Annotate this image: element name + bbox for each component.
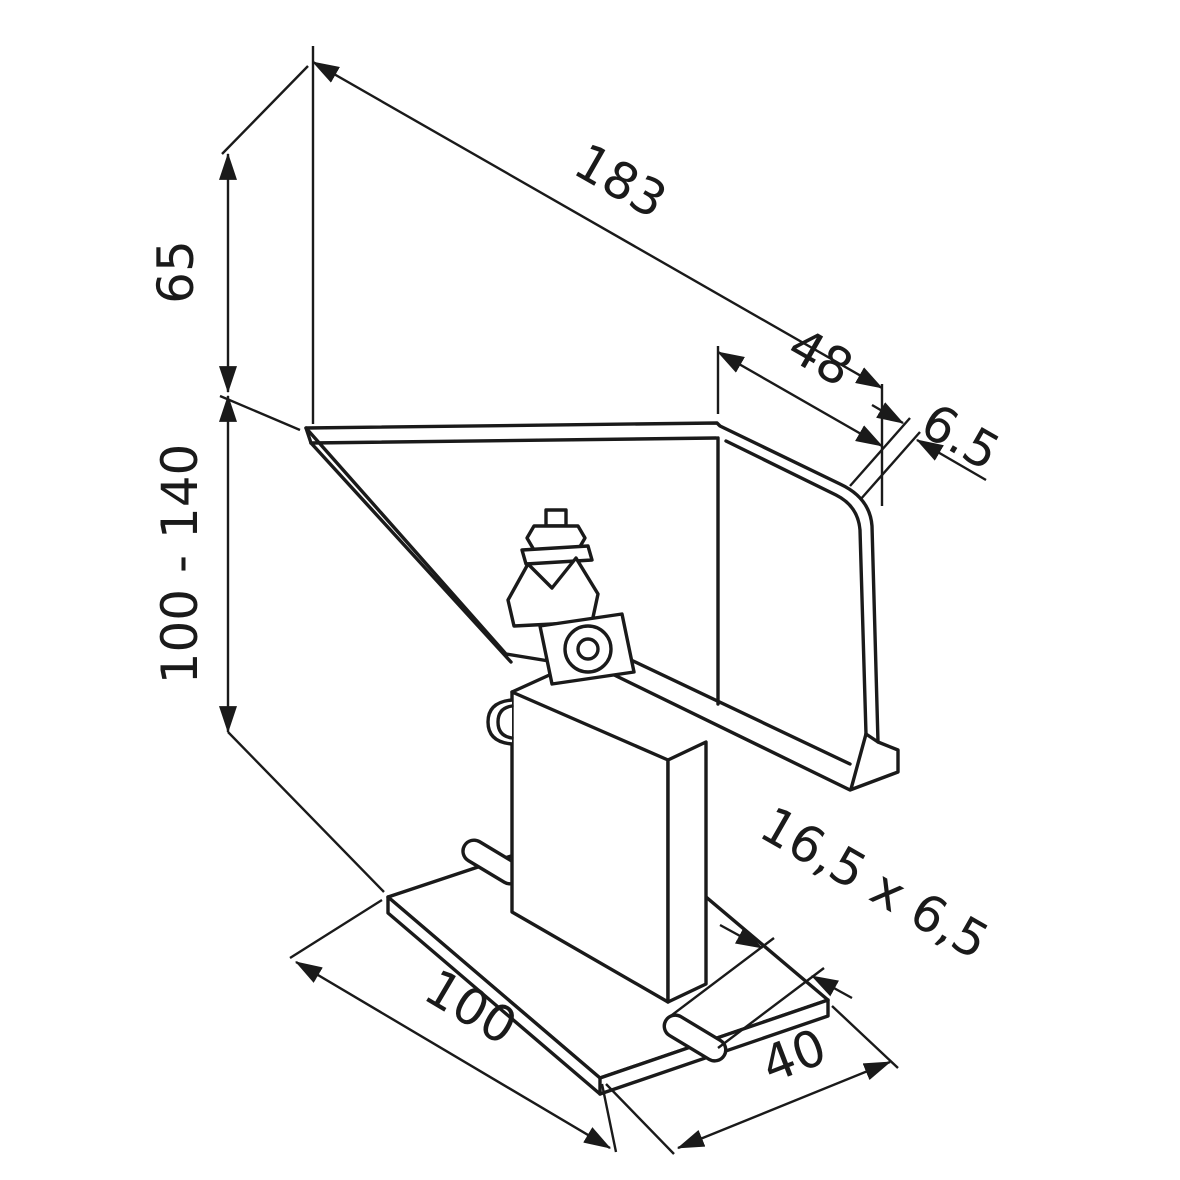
extension-line [289, 898, 383, 960]
extension-line [227, 731, 385, 893]
support-arm [304, 421, 900, 792]
dimension-plate-thickness: 6.5 [849, 392, 1010, 501]
dimension-label-6-5: 6.5 [912, 392, 1010, 482]
hook-foot-top-edge [864, 732, 880, 744]
dimension-adjustable-height: 100 - 140 [151, 394, 385, 893]
dimension-channel-width: 48 [716, 316, 883, 448]
arm-tip-cap [304, 426, 313, 445]
dimension-line [717, 350, 883, 448]
bracket-illustration [304, 421, 900, 1096]
support-column [486, 670, 708, 1004]
channel-bottom-outer [608, 648, 852, 766]
extension-line [221, 65, 309, 155]
extension-line [831, 1005, 899, 1069]
extension-line [667, 937, 775, 1019]
extension-line [600, 1083, 618, 1153]
bolt-tip [544, 508, 568, 528]
extension-line [717, 967, 825, 1049]
adjustment-knob [486, 698, 513, 746]
extension-line [859, 431, 921, 501]
dimension-line [312, 60, 883, 390]
hook-foot-edge [849, 732, 868, 791]
adjustment-knob-detail [496, 704, 514, 740]
dimension-line [295, 960, 611, 1150]
arm-hypotenuse-inner [309, 441, 513, 664]
dimension-arrow-segment [916, 438, 987, 482]
washer-plate [520, 544, 594, 566]
dimension-label-48: 48 [778, 316, 862, 398]
dimension-arrow-segment [871, 402, 904, 425]
base-slot-front [662, 1013, 728, 1063]
extension-line [605, 1083, 675, 1155]
clamp-jaw [506, 556, 600, 628]
dimension-arrow-segment [811, 974, 853, 1000]
dimension-arrow-segment [719, 923, 763, 950]
arm-top-edge-inner [309, 436, 718, 445]
dimension-label-100-140: 100 - 140 [151, 444, 209, 685]
pivot-inner-ring [576, 637, 600, 661]
dimension-label-65: 65 [147, 240, 205, 304]
clamp-assembly [506, 508, 636, 686]
column-side-face [666, 740, 708, 1004]
hook-inner-edge [724, 439, 868, 736]
dimension-hook-height: 65 [147, 65, 309, 432]
extension-line [219, 394, 301, 432]
arm-silhouette [304, 421, 900, 792]
extension-line [849, 417, 911, 487]
dimension-label-slot: 16,5 x 6,5 [751, 795, 999, 971]
dimension-line [676, 1060, 892, 1150]
